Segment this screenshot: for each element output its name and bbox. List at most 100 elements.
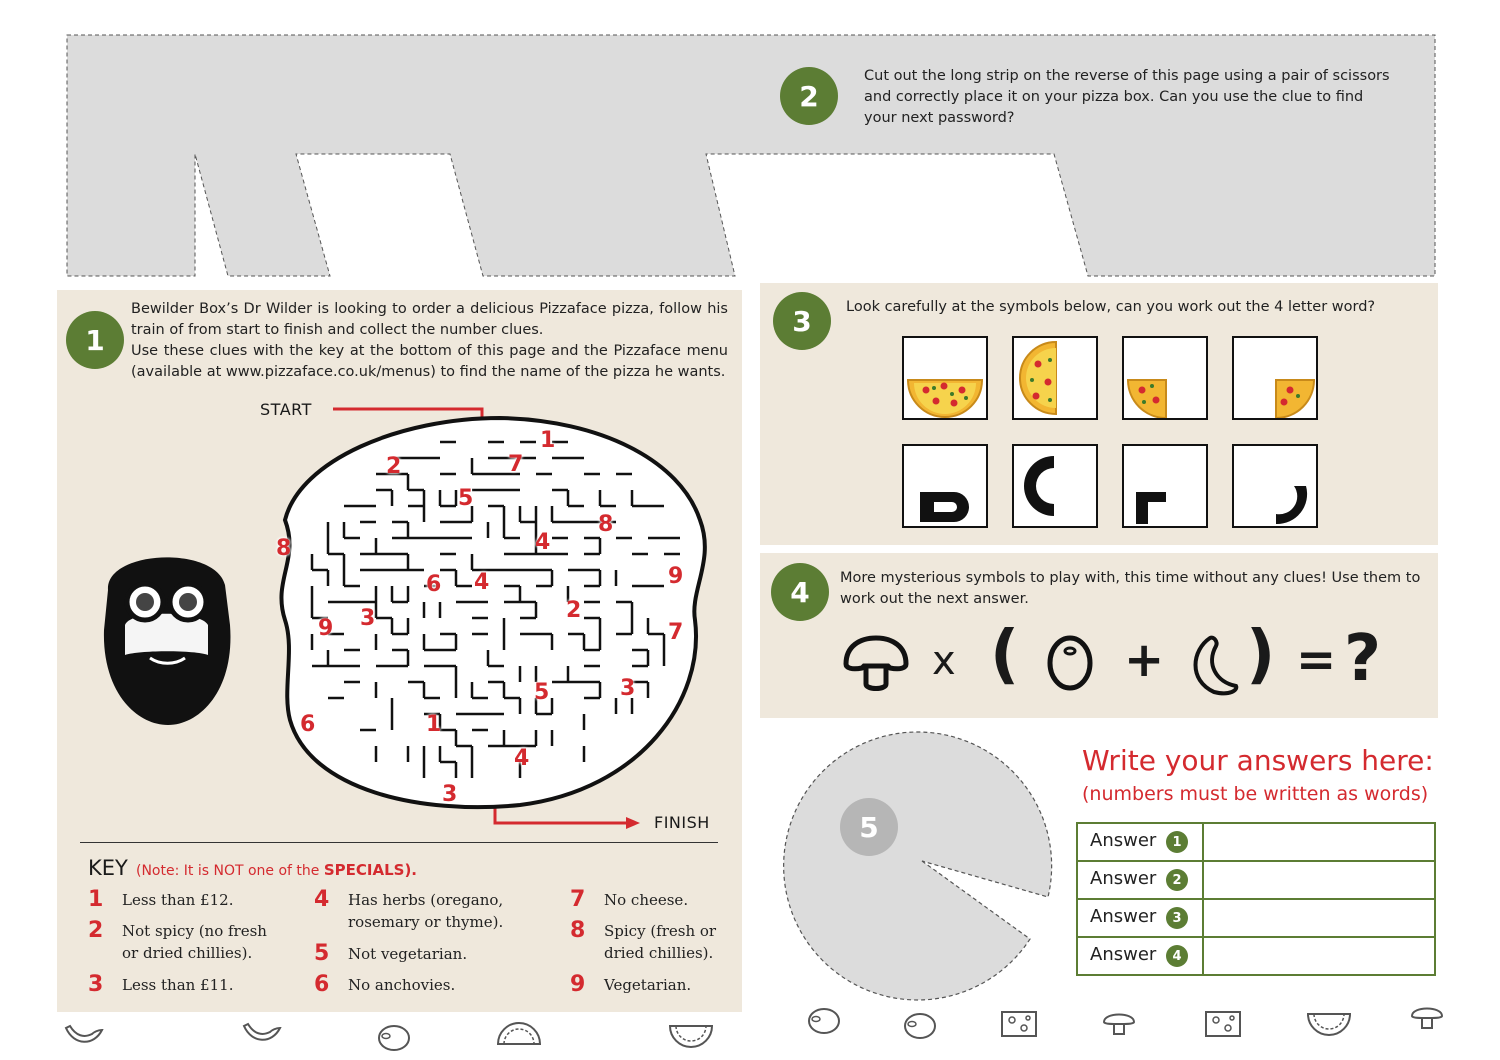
dr-wilder-illustration xyxy=(103,557,231,725)
pizza-symbol-tile-3 xyxy=(1122,336,1208,420)
key-num: 5 xyxy=(314,941,330,966)
open-paren-symbol: ( xyxy=(990,618,1020,692)
olive-icon xyxy=(904,1013,936,1039)
maze-number-clue: 4 xyxy=(535,530,551,555)
half-pizza-icon xyxy=(906,379,984,418)
key-divider xyxy=(80,842,718,843)
tomato-slice-icon xyxy=(668,1025,714,1048)
answer-number-badge: 2 xyxy=(1166,869,1188,891)
key-num: 6 xyxy=(314,972,330,997)
maze-number-clue: 4 xyxy=(474,570,490,595)
maze-number-clue: 3 xyxy=(442,782,458,807)
key-note: (Note: It is NOT one of the SPECIALS). xyxy=(136,861,417,879)
letter-fragment-tile-1 xyxy=(902,444,988,528)
answer-field-2[interactable] xyxy=(1204,862,1434,898)
answer-number-badge: 3 xyxy=(1166,907,1188,929)
puzzle-5-badge: 5 xyxy=(840,798,898,856)
maze-number-clue: 9 xyxy=(668,564,684,589)
key-text: Spicy (fresh or dried chillies). xyxy=(604,922,717,962)
cheese-icon xyxy=(1001,1011,1037,1037)
cheese-icon xyxy=(1205,1011,1241,1037)
key-num: 2 xyxy=(88,918,104,943)
chilli-icon xyxy=(1193,635,1239,696)
key-title: KEY xyxy=(88,856,128,880)
close-paren-symbol: ) xyxy=(1246,618,1276,692)
answer-label: Answer xyxy=(1090,830,1157,851)
letter-fragment-tile-4 xyxy=(1232,444,1318,528)
maze-number-clue: 5 xyxy=(534,680,550,705)
maze-number-clue: 3 xyxy=(360,606,376,631)
key-text: Less than £12. xyxy=(122,891,234,909)
key-note-emph: SPECIALS). xyxy=(323,861,418,879)
maze-number-clue: 1 xyxy=(540,428,556,453)
olive-icon xyxy=(378,1025,410,1051)
answers-subtitle: (numbers must be written as words) xyxy=(1082,783,1429,805)
puzzle-4-instructions: More mysterious symbols to play with, th… xyxy=(840,570,1421,607)
r-fragment-icon xyxy=(1136,492,1166,524)
key-text: Less than £11. xyxy=(122,976,234,994)
puzzle-3-panel xyxy=(760,283,1438,545)
answer-number-badge: 4 xyxy=(1166,945,1188,967)
key-num: 7 xyxy=(570,887,586,912)
puzzle-1-intro-2: Use these clues with the key at the bott… xyxy=(131,343,728,380)
quarter-pizza-icon xyxy=(1126,379,1167,418)
puzzle-2-badge: 2 xyxy=(780,67,838,125)
maze-number-clue: 8 xyxy=(276,536,292,561)
chilli-icon xyxy=(64,1024,104,1043)
answers-table: Answer 1 Answer 2 Answer 3 Answer 4 xyxy=(1076,822,1436,976)
puzzle-4-badge: 4 xyxy=(771,563,829,621)
cutout-strip xyxy=(66,34,1436,277)
maze-number-clue: 2 xyxy=(566,598,582,623)
maze-number-clue: 9 xyxy=(318,616,334,641)
tomato-slice-icon xyxy=(1306,1013,1352,1036)
maze-number-clue: 8 xyxy=(598,512,614,537)
answer-divider xyxy=(1202,824,1204,860)
chilli-icon xyxy=(242,1022,282,1041)
answer-row-2: Answer 2 xyxy=(1078,862,1434,900)
puzzle-3-badge: 3 xyxy=(773,292,831,350)
answer-divider xyxy=(1202,938,1204,974)
mushroom-icon xyxy=(1410,1007,1444,1029)
left-half-pizza-icon xyxy=(1019,340,1057,416)
answer-divider xyxy=(1202,862,1204,898)
key-text: Not vegetarian. xyxy=(348,945,468,963)
key-num: 3 xyxy=(88,972,104,997)
letter-fragment-tile-3 xyxy=(1122,444,1208,528)
puzzle-1-intro-1: Bewilder Box’s Dr Wilder is looking to o… xyxy=(131,301,728,338)
answer-row-4: Answer 4 xyxy=(1078,938,1434,976)
puzzle-1-badge: 1 xyxy=(66,311,124,369)
maze-number-clue: 4 xyxy=(514,746,530,771)
key-num: 8 xyxy=(570,918,586,943)
answer-field-4[interactable] xyxy=(1204,938,1434,974)
answer-label: Answer xyxy=(1090,868,1157,889)
answer-label: Answer xyxy=(1090,906,1157,927)
key-text: Has herbs (oregano, rosemary or thyme). xyxy=(348,891,504,931)
curve-fragment-icon xyxy=(1276,486,1308,525)
maze-finish-label: FINISH xyxy=(654,813,710,832)
maze-start-label: START xyxy=(260,400,312,419)
mushroom-icon xyxy=(1102,1013,1136,1035)
puzzle-2-instructions: Cut out the long strip on the reverse of… xyxy=(864,68,1390,126)
pizza-symbol-tile-2 xyxy=(1012,336,1098,420)
pizza-maze xyxy=(279,415,707,810)
olive-icon xyxy=(1047,635,1093,691)
key-text: Vegetarian. xyxy=(604,976,692,994)
maze-number-clue: 7 xyxy=(508,452,524,477)
pizza-symbol-tile-4 xyxy=(1232,336,1318,420)
answer-row-3: Answer 3 xyxy=(1078,900,1434,938)
olive-icon xyxy=(808,1008,840,1034)
d-fragment-icon xyxy=(920,492,969,522)
answer-field-3[interactable] xyxy=(1204,900,1434,936)
key-text: No anchovies. xyxy=(348,976,456,994)
plus-symbol: + xyxy=(1124,632,1165,688)
question-mark-symbol: ? xyxy=(1344,622,1382,696)
answer-divider xyxy=(1202,900,1204,936)
key-note-prefix: (Note: It is NOT one of the xyxy=(136,863,324,879)
small-pizza-slice-icon xyxy=(1275,379,1316,418)
answer-field-1[interactable] xyxy=(1204,824,1434,860)
maze-number-clue: 7 xyxy=(668,620,684,645)
maze-number-clue: 6 xyxy=(426,572,442,597)
equals-symbol: = xyxy=(1296,632,1337,688)
answers-title: Write your answers here: xyxy=(1082,744,1434,777)
key-text: Not spicy (no fresh or dried chillies). xyxy=(122,922,267,962)
